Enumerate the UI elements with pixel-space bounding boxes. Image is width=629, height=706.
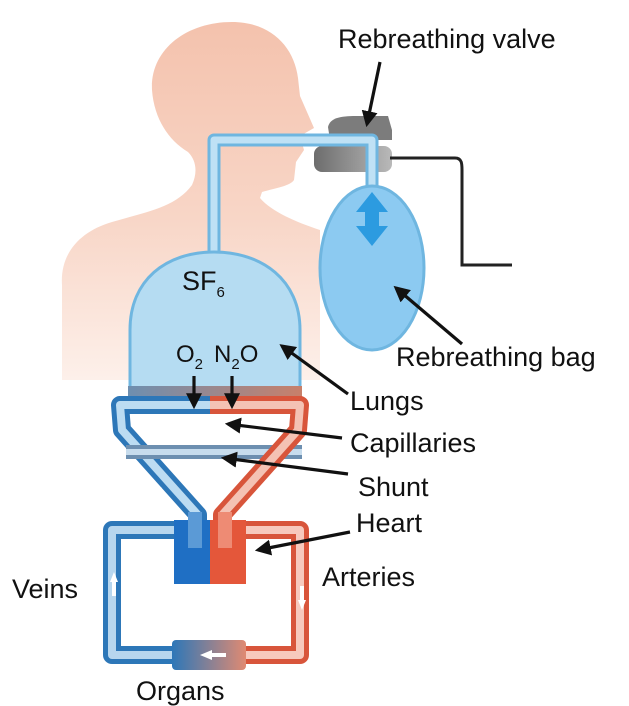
label-capillaries: Capillaries	[350, 428, 476, 458]
label-rebreathing-bag: Rebreathing bag	[396, 342, 596, 372]
label-rebreathing-valve: Rebreathing valve	[338, 24, 556, 54]
label-lungs: Lungs	[350, 386, 424, 416]
label-veins: Veins	[12, 574, 78, 604]
label-arteries: Arteries	[322, 562, 415, 592]
label-heart: Heart	[356, 508, 423, 538]
heart-shape	[174, 512, 246, 584]
label-shunt: Shunt	[358, 472, 429, 502]
label-organs: Organs	[136, 676, 225, 706]
